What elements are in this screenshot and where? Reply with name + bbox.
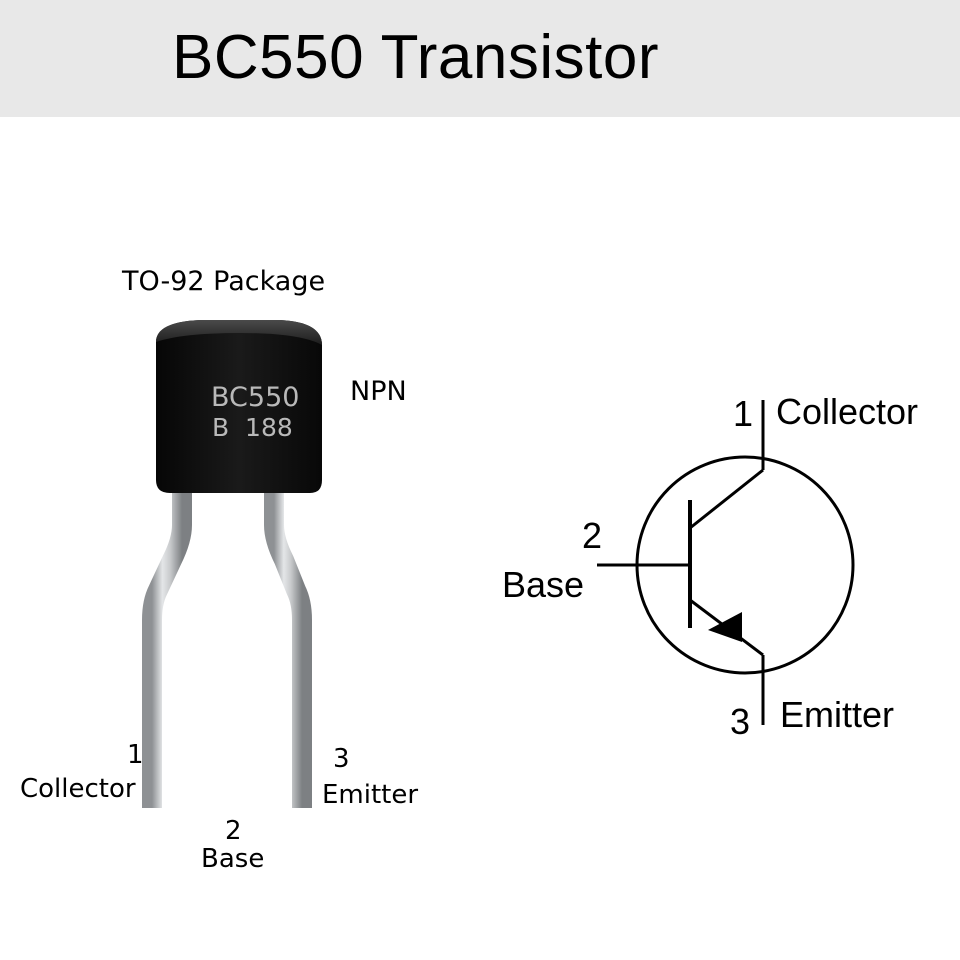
package-label: TO-92 Package: [122, 266, 326, 297]
photo-pin1-name: Collector: [20, 774, 136, 804]
transistor-body: BC550 B 188: [156, 320, 322, 493]
transistor-leads: [142, 490, 312, 808]
emitter-arrow: [708, 612, 742, 642]
chip-marking-line1: BC550: [211, 382, 299, 413]
symbol-pin1-name: Collector: [776, 391, 919, 432]
symbol-pin2-name: Base: [502, 564, 585, 605]
title-bar: [0, 0, 960, 117]
collector-lead: [142, 490, 192, 808]
photo-pin2-number: 2: [225, 816, 242, 846]
emitter-lead: [264, 490, 312, 808]
npn-symbol: [597, 400, 855, 725]
symbol-pin3-name: Emitter: [780, 694, 895, 735]
photo-pin3-name: Emitter: [322, 780, 419, 810]
symbol-pin2-number: 2: [582, 515, 603, 556]
page-title: BC550 Transistor: [172, 23, 659, 92]
type-label: NPN: [350, 376, 407, 407]
symbol-pin1-number: 1: [733, 393, 754, 434]
photo-pin3-number: 3: [333, 744, 350, 774]
collector-diagonal: [689, 468, 764, 530]
symbol-pin3-number: 3: [730, 701, 751, 742]
photo-pin1-number: 1: [127, 740, 144, 770]
photo-pin2-name: Base: [201, 844, 265, 874]
chip-marking-line2: B 188: [212, 413, 293, 442]
